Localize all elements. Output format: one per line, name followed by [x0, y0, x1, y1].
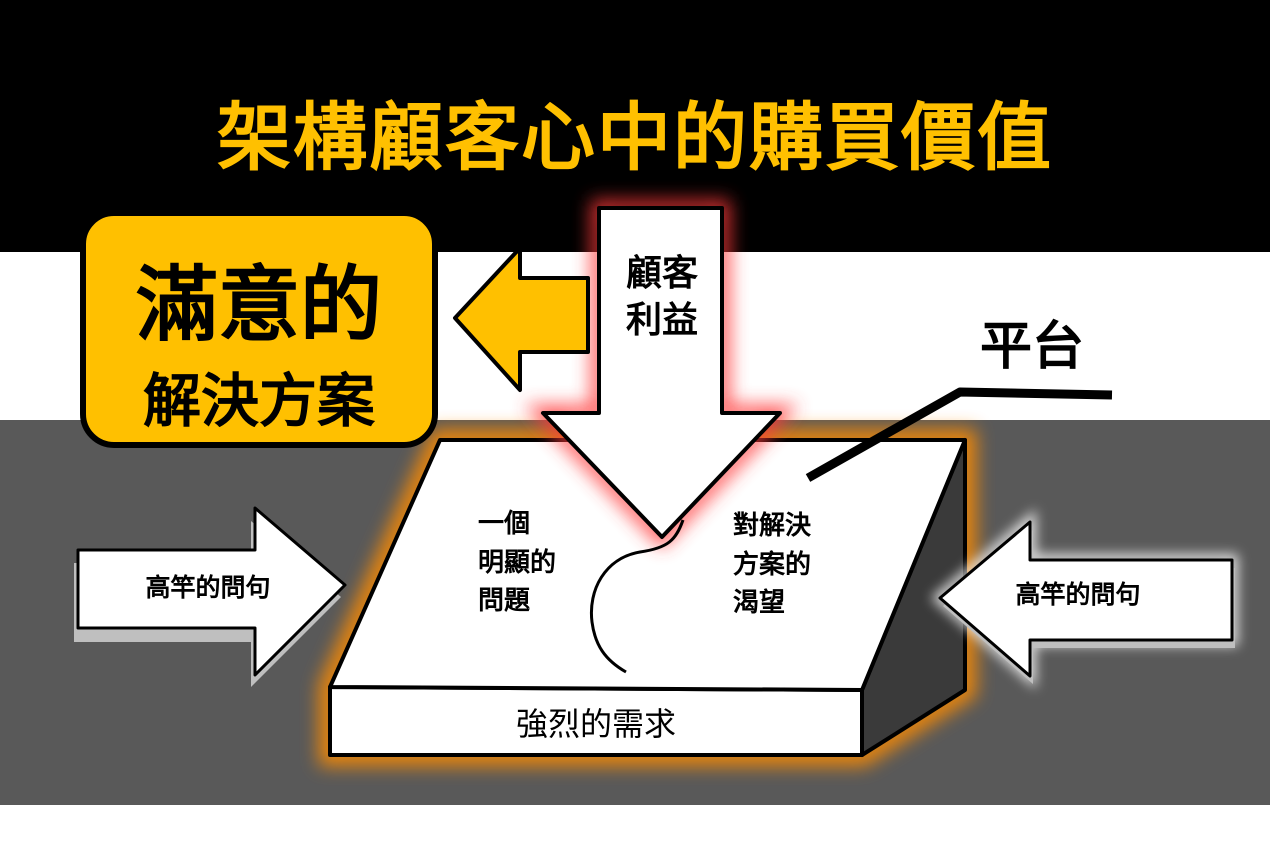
right-question-arrow — [938, 520, 1235, 684]
right-text-line2: 方案的 — [733, 549, 811, 580]
solution-line1: 滿意的 — [135, 258, 382, 353]
benefit-arrow — [541, 206, 782, 539]
satisfying-solution-box: 滿意的 解決方案 — [80, 210, 438, 448]
platform — [328, 438, 967, 757]
bottom-band — [0, 805, 1270, 861]
solution-line2: 解決方案 — [142, 367, 375, 435]
benefit-label-line1: 顧客 — [626, 253, 698, 294]
left-arrow-label: 高竿的問句 — [145, 573, 270, 602]
left-text-line1: 一個 — [478, 509, 530, 539]
right-text-line1: 對解決 — [733, 511, 812, 541]
platform-label: 平台 — [980, 317, 1084, 377]
page-title: 架構顧客心中的購買價值 — [217, 95, 1053, 181]
left-text-line3: 問題 — [478, 586, 531, 616]
platform-front-label: 強烈的需求 — [516, 705, 676, 743]
benefit-label-line2: 利益 — [626, 300, 698, 341]
platform-top — [328, 438, 967, 692]
platform-divider-curve — [589, 519, 685, 674]
solution-arrow — [453, 246, 590, 392]
right-arrow-label: 高竿的問句 — [1015, 580, 1140, 609]
left-question-arrow — [74, 506, 347, 687]
left-text-line2: 明顯的 — [478, 547, 556, 578]
right-text-line3: 渴望 — [733, 588, 785, 618]
right-arrow-shape — [938, 520, 1234, 678]
platform-pointer-line — [805, 387, 1113, 482]
left-arrow-shape — [76, 506, 347, 677]
